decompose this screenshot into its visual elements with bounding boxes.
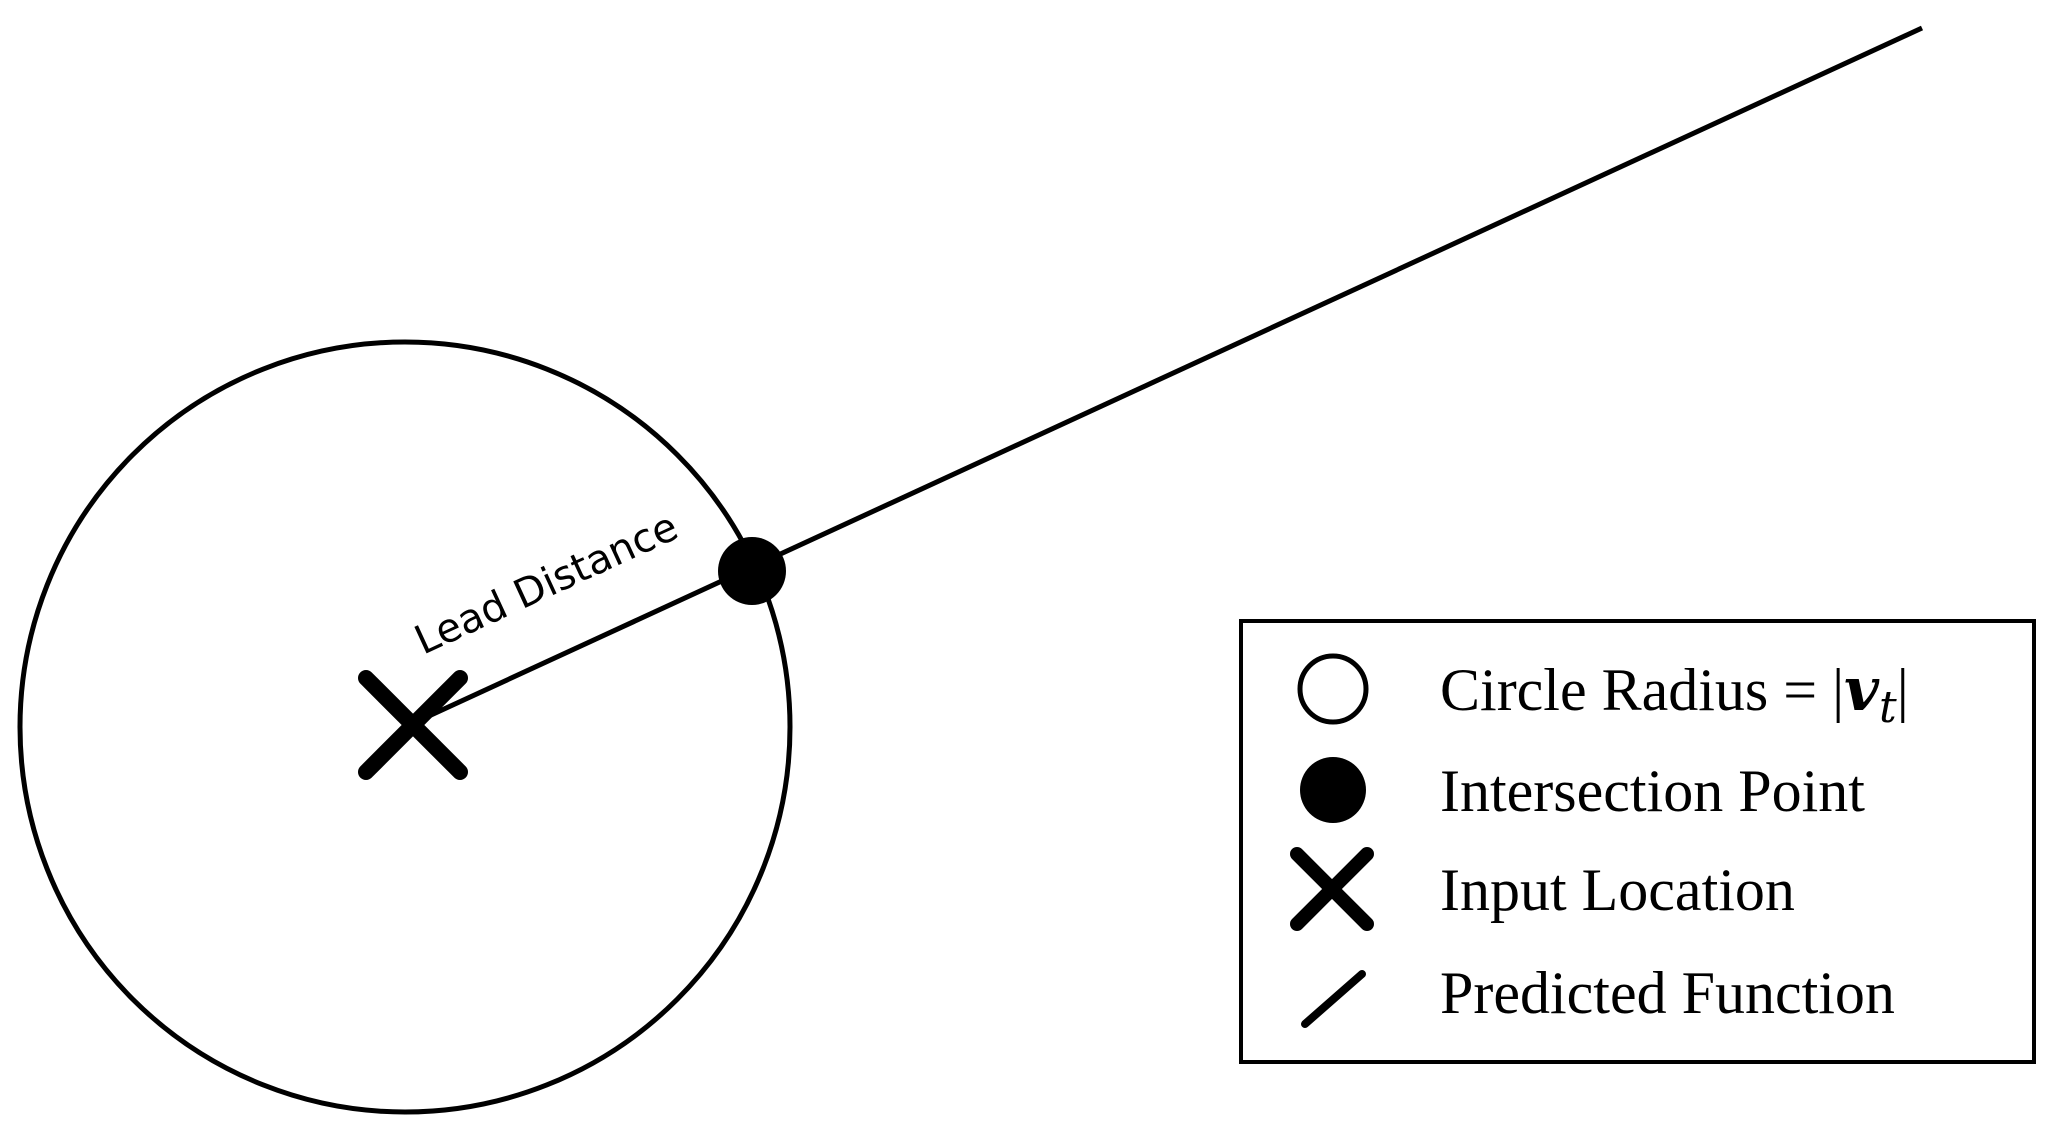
lead-distance-label: Lead Distance [408, 504, 685, 664]
intersection-point-marker [718, 537, 786, 605]
x-mark-icon [1290, 847, 1374, 931]
open-circle-icon [1297, 653, 1369, 725]
input-location-marker [358, 670, 468, 780]
slash-line-icon [1301, 970, 1366, 1028]
legend-label-intersection-point: Intersection Point [1440, 758, 1865, 824]
legend-label-input-location: Input Location [1440, 857, 1795, 923]
legend: Circle Radius = |vt| Intersection Point … [1239, 619, 2036, 1064]
filled-circle-icon [1300, 757, 1366, 823]
legend-label-predicted-function: Predicted Function [1440, 960, 1895, 1026]
radius-circle [17, 339, 793, 1115]
legend-label-circle-radius: Circle Radius = |vt| [1440, 655, 1909, 733]
predicted-function-line [403, 25, 1924, 730]
legend-frame [1239, 619, 2036, 1064]
